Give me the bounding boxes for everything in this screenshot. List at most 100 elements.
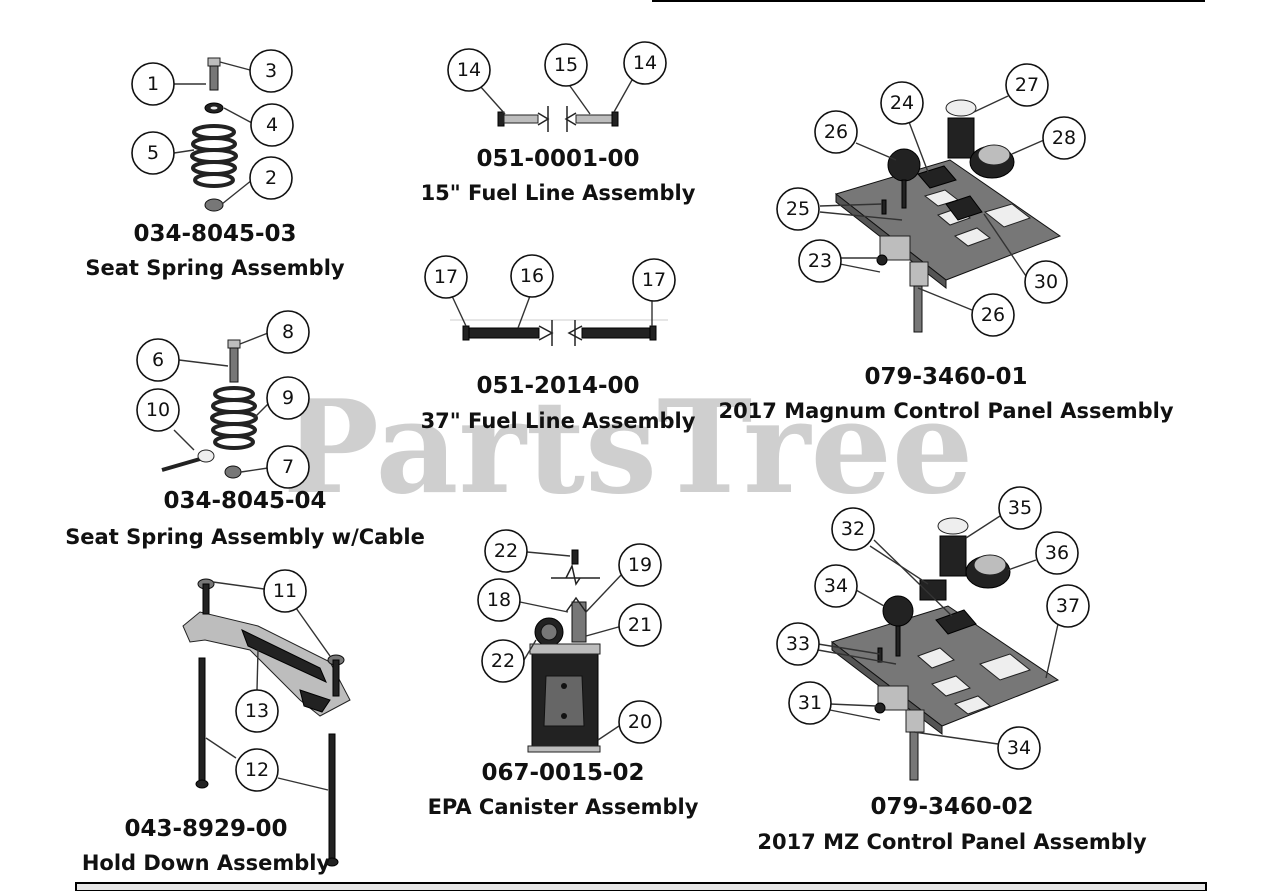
svg-text:22: 22 — [491, 650, 515, 672]
svg-text:6: 6 — [152, 349, 164, 371]
callout-3[interactable]: 3 — [249, 49, 293, 93]
assembly-part-number-6: 067-0015-02 — [481, 760, 644, 786]
callout-31[interactable]: 31 — [788, 681, 832, 725]
callout-18[interactable]: 18 — [477, 578, 521, 622]
assembly-part-number-5: 051-2014-00 — [476, 373, 639, 399]
callout-35[interactable]: 35 — [998, 486, 1042, 530]
callout-6[interactable]: 6 — [136, 338, 180, 382]
callout-21[interactable]: 21 — [618, 603, 662, 647]
assembly-title-4: 15" Fuel Line Assembly — [421, 181, 696, 205]
svg-text:37: 37 — [1056, 595, 1080, 617]
svg-text:19: 19 — [628, 554, 652, 576]
callout-36[interactable]: 36 — [1035, 531, 1079, 575]
callout-8[interactable]: 8 — [266, 310, 310, 354]
svg-text:24: 24 — [890, 92, 914, 114]
assembly-part-number-8: 079-3460-02 — [870, 794, 1033, 820]
callout-24[interactable]: 24 — [880, 81, 924, 125]
svg-text:14: 14 — [457, 59, 481, 81]
svg-text:15: 15 — [554, 54, 578, 76]
svg-text:35: 35 — [1008, 497, 1032, 519]
callout-33[interactable]: 33 — [776, 622, 820, 666]
svg-text:23: 23 — [808, 250, 832, 272]
callout-4[interactable]: 4 — [250, 103, 294, 147]
svg-text:22: 22 — [494, 540, 518, 562]
svg-text:36: 36 — [1045, 542, 1069, 564]
callout-11[interactable]: 11 — [263, 569, 307, 613]
assembly-title-8: 2017 MZ Control Panel Assembly — [757, 830, 1147, 854]
seat-spring-cable-leaders — [173, 332, 269, 473]
callout-14-left[interactable]: 14 — [447, 48, 491, 92]
callout-17-left[interactable]: 17 — [424, 255, 468, 299]
svg-text:5: 5 — [147, 142, 159, 164]
callout-34-bottom[interactable]: 34 — [997, 726, 1041, 770]
watermark: PartsTree — [283, 373, 974, 523]
callout-28[interactable]: 28 — [1042, 116, 1086, 160]
mz-control-panel-drawing — [830, 517, 1060, 781]
svg-text:33: 33 — [786, 633, 810, 655]
callout-5[interactable]: 5 — [131, 131, 175, 175]
svg-text:3: 3 — [265, 60, 277, 82]
callout-15[interactable]: 15 — [544, 43, 588, 87]
svg-text:13: 13 — [245, 700, 269, 722]
svg-text:9: 9 — [282, 387, 294, 409]
callout-1[interactable]: 1 — [131, 62, 175, 106]
callout-34-top[interactable]: 34 — [814, 564, 858, 608]
svg-text:11: 11 — [273, 580, 297, 602]
svg-text:28: 28 — [1052, 127, 1076, 149]
callout-10[interactable]: 10 — [136, 388, 180, 432]
svg-text:12: 12 — [245, 759, 269, 781]
assembly-title-6: EPA Canister Assembly — [428, 795, 699, 819]
callout-23[interactable]: 23 — [798, 239, 842, 283]
epa-canister-leaders — [519, 551, 623, 741]
assembly-part-number-3: 043-8929-00 — [124, 816, 287, 842]
assembly-part-number-7: 079-3460-01 — [864, 364, 1027, 390]
svg-text:14: 14 — [633, 52, 657, 74]
callout-20[interactable]: 20 — [618, 700, 662, 744]
callout-27[interactable]: 27 — [1005, 63, 1049, 107]
mz-panel-leaders — [817, 515, 1059, 745]
callout-2[interactable]: 2 — [249, 156, 293, 200]
svg-text:10: 10 — [146, 399, 170, 421]
svg-text:25: 25 — [786, 198, 810, 220]
assembly-title-2: Seat Spring Assembly w/Cable — [65, 525, 425, 549]
callout-12[interactable]: 12 — [235, 748, 279, 792]
svg-text:17: 17 — [434, 266, 458, 288]
assembly-part-number-4: 051-0001-00 — [476, 146, 639, 172]
svg-text:20: 20 — [628, 711, 652, 733]
callout-22-top[interactable]: 22 — [484, 529, 528, 573]
fuel-line-15-leaders — [479, 79, 633, 115]
callout-26-bottom[interactable]: 26 — [971, 293, 1015, 337]
callout-26-top[interactable]: 26 — [814, 110, 858, 154]
svg-text:34: 34 — [1007, 737, 1031, 759]
callout-9[interactable]: 9 — [266, 376, 310, 420]
callout-30[interactable]: 30 — [1024, 260, 1068, 304]
assembly-part-number-2: 034-8045-04 — [163, 488, 326, 514]
callout-7[interactable]: 7 — [266, 445, 310, 489]
svg-text:30: 30 — [1034, 271, 1058, 293]
svg-text:4: 4 — [266, 114, 278, 136]
svg-text:16: 16 — [520, 265, 544, 287]
callout-32[interactable]: 32 — [831, 507, 875, 551]
svg-text:8: 8 — [282, 321, 294, 343]
fuel-line-15-drawing — [497, 106, 619, 132]
callout-19[interactable]: 19 — [618, 543, 662, 587]
svg-text:1: 1 — [147, 73, 159, 95]
magnum-panel-leaders — [819, 95, 1045, 311]
svg-text:26: 26 — [981, 304, 1005, 326]
callout-13[interactable]: 13 — [235, 689, 279, 733]
callout-22-bottom[interactable]: 22 — [481, 639, 525, 683]
svg-text:32: 32 — [841, 518, 865, 540]
assembly-title-7: 2017 Magnum Control Panel Assembly — [718, 399, 1173, 423]
seat-spring-assembly-drawing — [190, 57, 238, 212]
callout-14-right[interactable]: 14 — [623, 41, 667, 85]
callout-16[interactable]: 16 — [510, 254, 554, 298]
callout-17-right[interactable]: 17 — [632, 258, 676, 302]
svg-text:31: 31 — [798, 692, 822, 714]
assembly-title-5: 37" Fuel Line Assembly — [421, 409, 696, 433]
svg-text:7: 7 — [282, 456, 294, 478]
svg-text:26: 26 — [824, 121, 848, 143]
svg-text:21: 21 — [628, 614, 652, 636]
callout-37[interactable]: 37 — [1046, 584, 1090, 628]
callout-25[interactable]: 25 — [776, 187, 820, 231]
